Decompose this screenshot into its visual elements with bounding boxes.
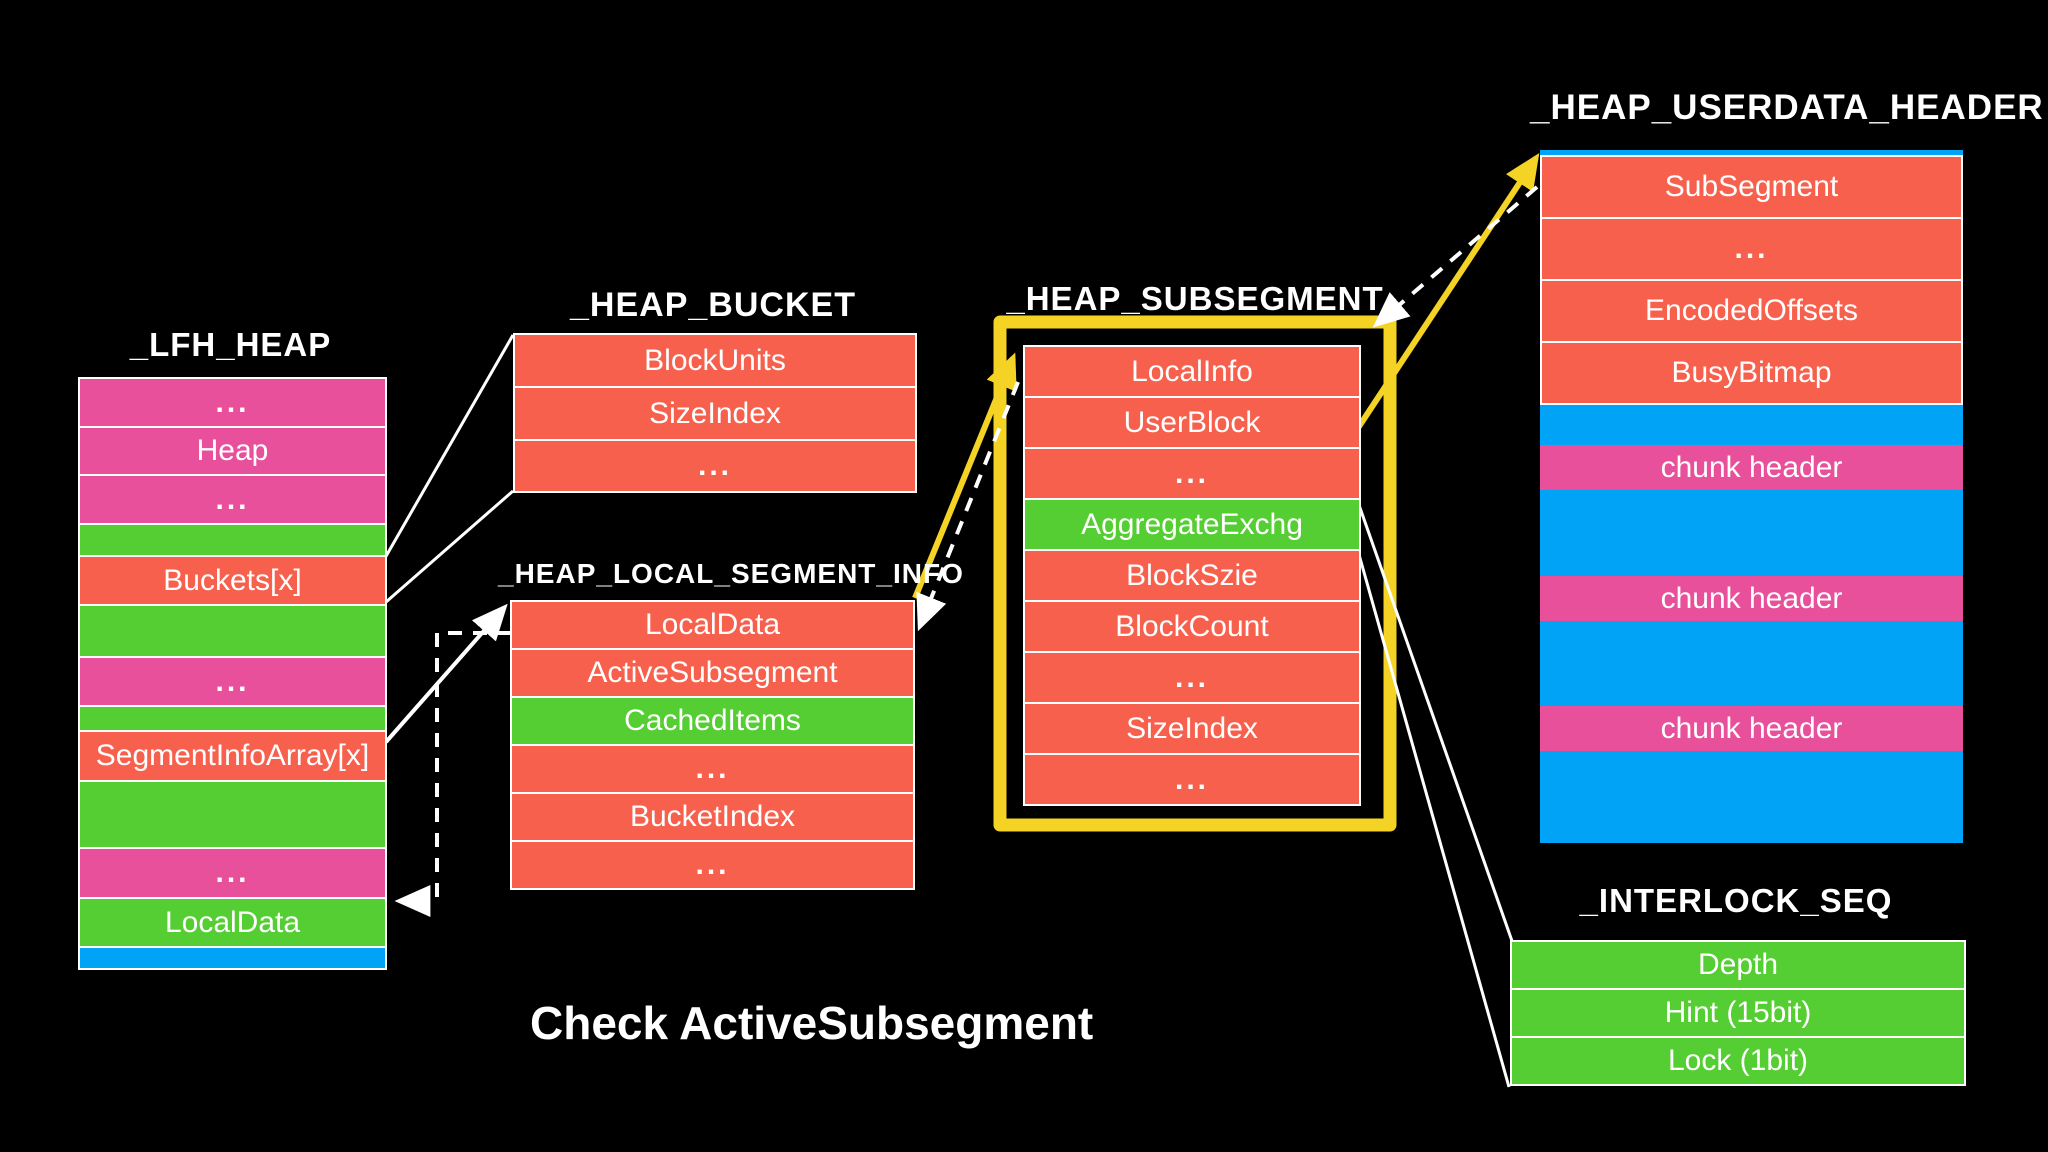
lfh-heap-row-row-6: ... (80, 658, 385, 705)
connector-localdata-backpointer (394, 631, 512, 917)
heap-userdata-header-row-subsegment: SubSegment (1540, 155, 1963, 219)
heap-bucket-row-row-2: ... (515, 441, 915, 491)
interlock-seq-row-lock-1bit: Lock (1bit) (1512, 1038, 1964, 1084)
interlock-seq-row-hint-15bit: Hint (15bit) (1512, 990, 1964, 1036)
heap-subsegment-row-userblock: UserBlock (1025, 398, 1359, 447)
lfh-heap-box: ...Heap...Buckets[x]...SegmentInfoArray[… (78, 377, 387, 970)
heap-local-segment-info-row-activesubsegment: ActiveSubsegment (512, 650, 913, 696)
lfh-heap-row-spacer-12 (80, 948, 385, 968)
lfh-heap-row-row-0: ... (80, 379, 385, 426)
lfh-heap-row-row-2: ... (80, 476, 385, 523)
lfh-heap-row-heap: Heap (80, 428, 385, 474)
caption-check-activesubsegment: Check ActiveSubsegment (530, 997, 1094, 1049)
heap-local-segment-info-row-cacheditems: CachedItems (512, 698, 913, 744)
heap-local-segment-info-row-row-5: ... (512, 842, 913, 888)
heap-userdata-header-row-spacer-7 (1540, 490, 1963, 576)
heap-subsegment-row-blockszie: BlockSzie (1025, 551, 1359, 600)
connector-bucket-fan-bottom (385, 489, 514, 604)
lfh-heap-row-localdata: LocalData (80, 899, 385, 946)
heap-subsegment-row-localinfo: LocalInfo (1025, 347, 1359, 396)
heap-userdata-header-row-chunk-header: chunk header (1540, 706, 1963, 751)
heap-subsegment-row-row-6: ... (1025, 653, 1359, 702)
heap-userdata-header-row-chunk-header: chunk header (1540, 445, 1963, 490)
heap-bucket-row-blockunits: BlockUnits (515, 335, 915, 386)
lfh-heap-row-row-10: ... (80, 849, 385, 897)
heap-userdata-header-row-spacer-9 (1540, 621, 1963, 706)
heap-userdata-header-row-spacer-11 (1540, 751, 1963, 843)
heap-local-segment-info-title: _HEAP_LOCAL_SEGMENT_INFO (498, 558, 964, 589)
heap-bucket-title: _HEAP_BUCKET (570, 286, 856, 324)
lfh-heap-row-spacer-9 (80, 782, 385, 847)
heap-userdata-header-title: _HEAP_USERDATA_HEADER (1530, 88, 2044, 127)
lfh-heap-row-segmentinfoarray-x: SegmentInfoArray[x] (80, 732, 385, 780)
heap-subsegment-row-sizeindex: SizeIndex (1025, 704, 1359, 753)
lfh-heap-title: _LFH_HEAP (129, 326, 332, 363)
heap-userdata-header-row-busybitmap: BusyBitmap (1540, 341, 1963, 405)
lfh-heap-row-spacer-3 (80, 525, 385, 555)
heap-subsegment-row-row-8: ... (1025, 755, 1359, 804)
connector-subsegment-backpointer (1372, 185, 1539, 328)
interlock-seq-title: _INTERLOCK_SEQ (1579, 882, 1893, 919)
heap-userdata-header-row-row-2: ... (1540, 217, 1963, 281)
heap-subsegment-row-row-2: ... (1025, 449, 1359, 498)
heap-userdata-header-row-spacer-0 (1540, 150, 1963, 155)
lfh-heap-row-buckets-x: Buckets[x] (80, 557, 385, 604)
heap-subsegment-row-aggregateexchg: AggregateExchg (1025, 500, 1359, 549)
heap-userdata-header-row-encodedoffsets: EncodedOffsets (1540, 279, 1963, 343)
connector-interlock-fan-bottom (1356, 550, 1511, 1088)
heap-bucket-row-sizeindex: SizeIndex (515, 388, 915, 439)
heap-userdata-header-row-chunk-header: chunk header (1540, 576, 1963, 621)
heap-local-segment-info-row-bucketindex: BucketIndex (512, 794, 913, 840)
heap-subsegment-row-blockcount: BlockCount (1025, 602, 1359, 651)
lfh-heap-row-spacer-5 (80, 606, 385, 656)
interlock-seq-row-depth: Depth (1512, 942, 1964, 988)
connector-interlock-fan-top (1357, 504, 1514, 942)
heap-subsegment-title: _HEAP_SUBSEGMENT (1006, 280, 1384, 317)
connector-bucket-fan-top (383, 334, 515, 559)
heap-local-segment-info-row-localdata: LocalData (512, 602, 913, 648)
heap-userdata-header-row-spacer-5 (1540, 405, 1963, 445)
lfh-heap-row-spacer-7 (80, 707, 385, 730)
connector-localinfo-backpointer (916, 381, 1020, 632)
heap-local-segment-info-row-row-3: ... (512, 746, 913, 792)
connector-segmentinfoarray-to-local-segment-info (384, 603, 508, 744)
